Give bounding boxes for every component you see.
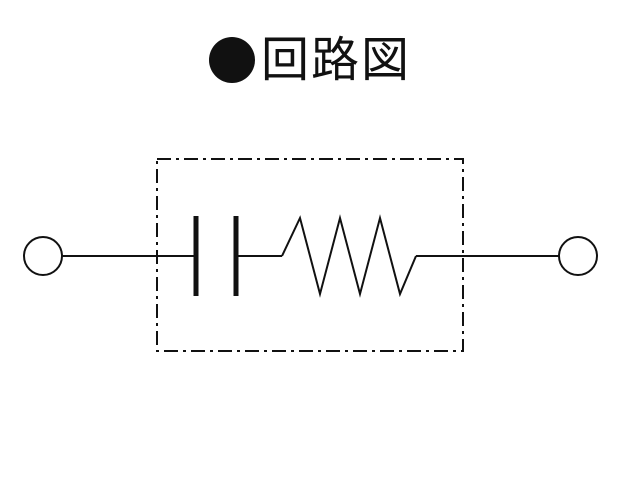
title-text: 回路図 bbox=[260, 32, 411, 88]
terminal-left bbox=[23, 236, 63, 276]
terminal-right bbox=[558, 236, 598, 276]
bullet-icon bbox=[208, 37, 255, 83]
diagram-title: 回路図 bbox=[0, 30, 620, 90]
resistor-zigzag bbox=[281, 214, 417, 298]
